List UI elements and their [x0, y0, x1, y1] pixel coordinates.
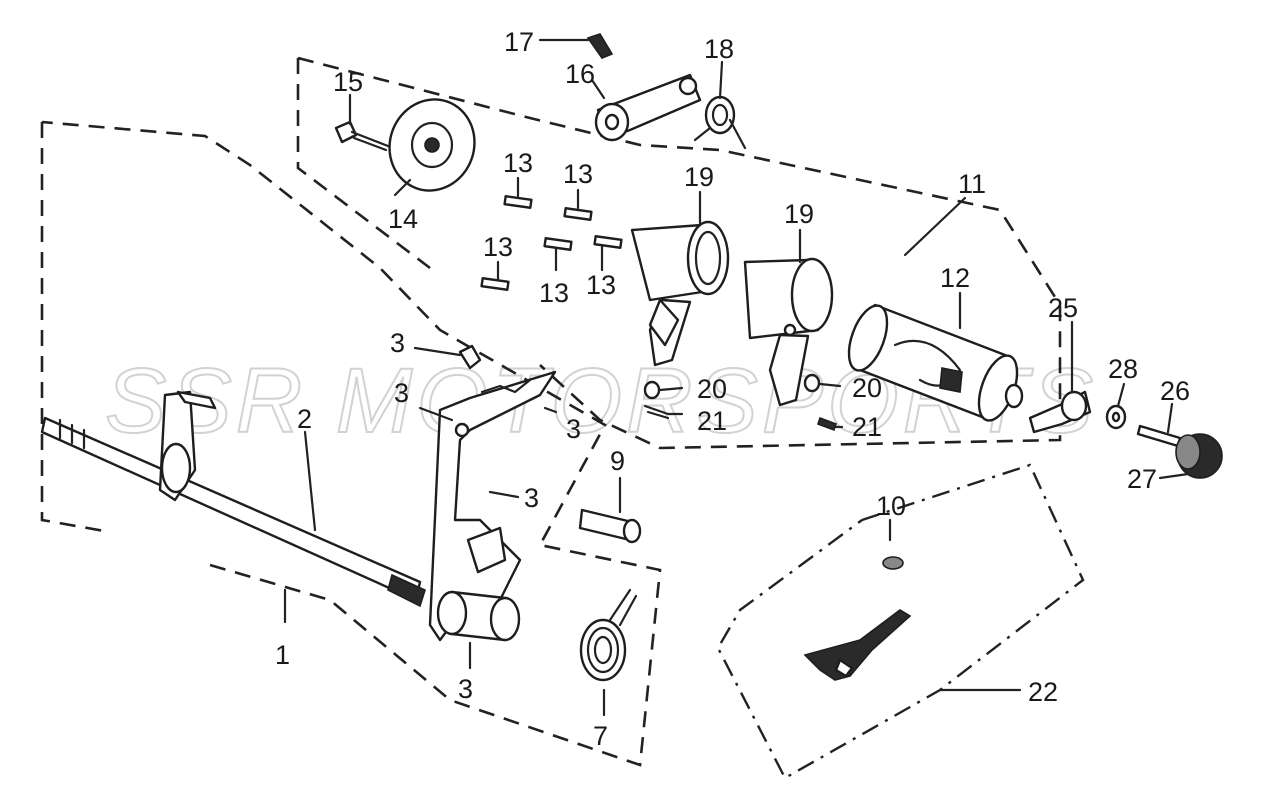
guide-pins: [643, 373, 821, 400]
return-spring: [579, 588, 638, 682]
callout-labels: 1 2 3 3 3 3 3 7 9 10 11 12 13 13 13 13 1…: [275, 27, 1190, 751]
neutral-switch: [1175, 433, 1223, 479]
callout-3-mid-right: 3: [566, 414, 581, 444]
shift-pin: [578, 508, 642, 544]
callout-28: 28: [1108, 354, 1138, 384]
shift-shaft-group-boundary: [40, 120, 662, 767]
callout-3-mid-left: 3: [394, 378, 409, 408]
callout-3-upper: 3: [390, 328, 405, 358]
callout-21-right: 21: [852, 412, 882, 442]
callout-27: 27: [1127, 464, 1157, 494]
callout-20-right: 20: [852, 373, 882, 403]
cam-bolt: [334, 120, 390, 152]
stopper-arm-group-boundary: [716, 463, 1085, 780]
callout-10: 10: [876, 491, 906, 521]
callout-25: 25: [1048, 293, 1078, 323]
callout-19-right: 19: [784, 199, 814, 229]
callout-16: 16: [565, 59, 595, 89]
callout-13-b: 13: [563, 159, 593, 189]
shift-fork-left: [630, 220, 730, 367]
stopper-arm: [803, 556, 912, 681]
callout-12: 12: [940, 263, 970, 293]
callout-17: 17: [504, 27, 534, 57]
callout-1: 1: [275, 640, 290, 670]
callout-22: 22: [1028, 677, 1058, 707]
stopper-spring: [693, 95, 747, 150]
shift-collar: [436, 590, 521, 642]
callout-13-d: 13: [539, 278, 569, 308]
gear-shift-arm: [428, 344, 557, 642]
callout-13-c: 13: [483, 232, 513, 262]
callout-11: 11: [958, 169, 986, 199]
callout-21-left: 21: [697, 406, 727, 436]
cam-plate: [388, 98, 476, 192]
shift-drum-group-boundary: [296, 56, 1062, 450]
callout-9: 9: [610, 446, 625, 476]
washer: [1105, 404, 1127, 430]
stopper-plate: [594, 73, 702, 142]
callout-15: 15: [333, 67, 363, 97]
drum-bearing: [1028, 390, 1092, 434]
callout-14: 14: [388, 204, 418, 234]
callout-7: 7: [593, 721, 608, 751]
callout-26: 26: [1160, 376, 1190, 406]
leader-lines: [283, 38, 1190, 717]
switch-bolt: [1136, 424, 1182, 448]
shift-drum: [847, 303, 1024, 422]
shift-shaft: [40, 390, 426, 608]
stopper-bolt: [586, 33, 614, 59]
callout-19-left: 19: [684, 162, 714, 192]
shift-fork-right: [743, 257, 834, 407]
callout-13-a: 13: [503, 148, 533, 178]
callout-2: 2: [297, 404, 312, 434]
callout-18: 18: [704, 34, 734, 64]
callout-3-bottom: 3: [458, 674, 473, 704]
cotter-clips: [643, 404, 838, 432]
drum-pins: [480, 195, 623, 291]
callout-20-left: 20: [697, 374, 727, 404]
callout-13-e: 13: [586, 270, 616, 300]
callout-3-lower-right: 3: [524, 483, 539, 513]
